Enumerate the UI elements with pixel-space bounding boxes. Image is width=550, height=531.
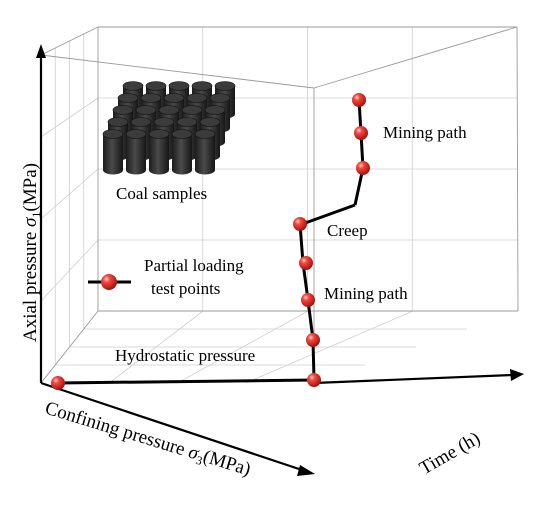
coal-cylinder-top bbox=[171, 129, 193, 139]
coal-cylinder-top bbox=[158, 105, 180, 115]
coal-cylinder-top bbox=[191, 81, 213, 91]
coal-cylinder-top bbox=[214, 81, 236, 91]
confining-axis-label: Confining pressure σ3(MPa) bbox=[42, 398, 253, 483]
mining-path-upper-line bbox=[353, 99, 365, 206]
coal-cylinder-top bbox=[112, 105, 134, 115]
red-sphere-icon bbox=[299, 256, 313, 270]
coal-cylinder-top bbox=[153, 117, 175, 127]
coal-cylinder-top bbox=[181, 105, 203, 115]
red-sphere-icon bbox=[301, 293, 315, 307]
red-sphere-icon bbox=[354, 126, 368, 140]
coal-cylinder-top bbox=[117, 93, 139, 103]
coal-cylinder-top bbox=[125, 129, 147, 139]
red-sphere-icon bbox=[307, 373, 321, 387]
axis-lines bbox=[36, 44, 524, 476]
grid-line bbox=[40, 168, 99, 220]
time-axis-label: Time (h) bbox=[416, 428, 484, 479]
coal-cylinder-top bbox=[130, 117, 152, 127]
coal-cylinder-icon bbox=[102, 81, 236, 175]
box-frame bbox=[40, 26, 519, 384]
coal-cylinder-body bbox=[195, 134, 215, 175]
grid-line bbox=[245, 310, 414, 384]
legend-label-line2: test points bbox=[151, 279, 220, 298]
coal-cylinder-top bbox=[186, 93, 208, 103]
coal-cylinder-body bbox=[149, 134, 169, 175]
coal-cylinder-top bbox=[107, 117, 129, 127]
coal-cylinder-body bbox=[172, 134, 192, 175]
axial-axis-arrow bbox=[36, 44, 46, 58]
red-sphere-icon bbox=[356, 161, 370, 175]
mining-path-upper-label: Mining path bbox=[383, 123, 467, 142]
red-sphere-icon bbox=[51, 376, 65, 390]
coal-cylinder-top bbox=[209, 93, 231, 103]
coal-cylinder-top bbox=[148, 129, 170, 139]
mining-path-lower-label: Mining path bbox=[324, 284, 408, 303]
creep-label: Creep bbox=[327, 221, 368, 240]
test-points bbox=[51, 93, 370, 390]
hydrostatic-label: Hydrostatic pressure bbox=[115, 346, 255, 365]
coal-cylinder-top bbox=[194, 129, 216, 139]
legend-red-sphere-icon bbox=[101, 274, 117, 290]
axial-axis-label: Axial pressure σ1(MPa) bbox=[20, 163, 43, 342]
red-sphere-icon bbox=[352, 93, 366, 107]
time-axis-arrow bbox=[510, 369, 524, 381]
hydrostatic-path bbox=[57, 378, 315, 385]
coal-cylinder-top bbox=[140, 93, 162, 103]
coal-cylinder-body bbox=[126, 134, 146, 175]
coal-cylinder-body bbox=[103, 134, 123, 175]
coal-cylinder-top bbox=[145, 81, 167, 91]
coal-cylinder-top bbox=[163, 93, 185, 103]
box-grid bbox=[40, 27, 517, 384]
coal-samples-label: Coal samples bbox=[116, 184, 207, 203]
confining-axis-arrow bbox=[297, 465, 315, 476]
confining-axis bbox=[40, 381, 306, 473]
coal-cylinder-top bbox=[176, 117, 198, 127]
grid-line bbox=[40, 239, 99, 302]
coal-cylinder-top bbox=[122, 81, 144, 91]
coal-cylinder-top bbox=[199, 117, 221, 127]
coal-cylinder-top bbox=[102, 129, 124, 139]
legend-label-line1: Partial loading bbox=[144, 256, 244, 275]
red-sphere-icon bbox=[306, 333, 320, 347]
time-axis bbox=[313, 373, 513, 385]
coal-cylinder-top bbox=[168, 81, 190, 91]
coal-cylinder-top bbox=[204, 105, 226, 115]
coal-cylinder-top bbox=[135, 105, 157, 115]
red-sphere-icon bbox=[293, 217, 307, 231]
